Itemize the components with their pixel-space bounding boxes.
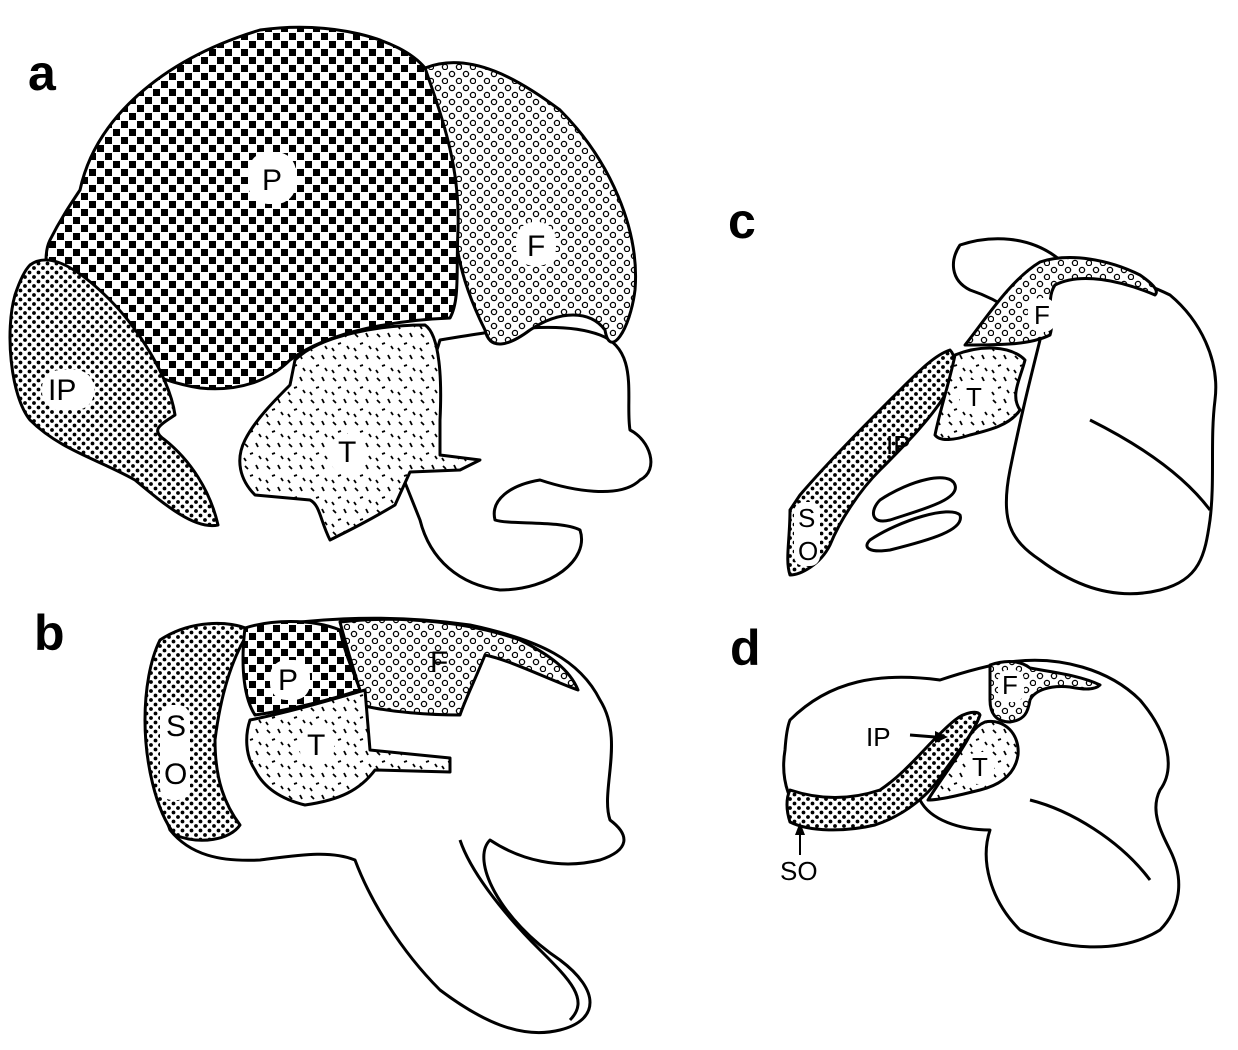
panel-d-ip-pointer [910, 735, 935, 737]
panel-d-label-SO: SO [780, 856, 818, 886]
panel-c-label-F: F [1034, 300, 1050, 330]
panel-b-label-T: T [307, 729, 325, 762]
panel-a-label-P: P [262, 164, 282, 197]
panel-b-label-O: O [164, 758, 187, 791]
panel-b: b P F S O T [34, 605, 624, 1033]
panel-d-label-T: T [972, 752, 988, 782]
panel-b-label-S: S [166, 710, 186, 743]
panel-d-label-IP: IP [866, 722, 891, 752]
panel-c: c F T IP S O [728, 193, 1216, 594]
panel-c-label-T: T [966, 382, 982, 412]
panel-a-label-T: T [338, 436, 356, 469]
panel-a-letter: a [28, 45, 57, 101]
panel-c-letter: c [728, 193, 756, 249]
panel-b-letter: b [34, 605, 65, 661]
panel-d: d F IP T SO [730, 620, 1179, 947]
panel-d-label-F: F [1002, 670, 1018, 700]
panel-c-label-S: S [798, 503, 815, 533]
panel-c-label-O: O [798, 536, 818, 566]
panel-d-letter: d [730, 620, 761, 676]
panel-c-label-IP: IP [886, 430, 911, 460]
panel-b-label-P: P [278, 664, 298, 697]
panel-a: a P F IP T [10, 27, 651, 590]
panel-b-label-F: F [430, 646, 448, 679]
panel-a-label-IP: IP [48, 374, 76, 407]
panel-a-label-F: F [527, 230, 545, 263]
